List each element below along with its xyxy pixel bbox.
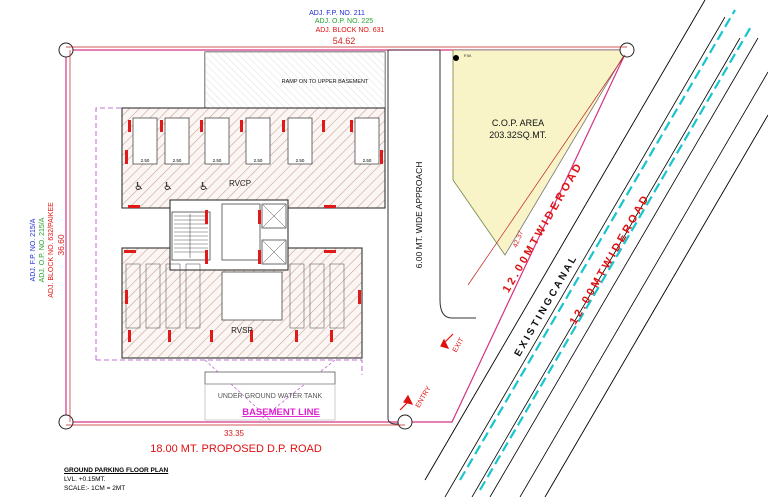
cop-area-value: 203.32SQ.MT. — [489, 130, 547, 140]
basement-outline — [96, 359, 363, 375]
adj-block-top: ADJ. BLOCK NO. 631 — [316, 27, 385, 34]
car-stalls-upper — [132, 117, 380, 165]
road-edge-line — [544, 114, 768, 497]
svg-text:♿: ♿ — [134, 181, 144, 193]
approach-label: 6.00 MT. WIDE APPROACH — [414, 162, 424, 269]
svg-text:2.50: 2.50 — [296, 158, 305, 163]
dimension-lines — [66, 46, 627, 426]
svg-text:2.50: 2.50 — [173, 158, 182, 163]
rvcp-label: RVCP — [229, 179, 251, 188]
accessible-parking-icon: ♿ ♿ ♿ — [134, 181, 209, 193]
entry-label: ENTRY — [415, 385, 433, 409]
basement-outline — [259, 359, 336, 421]
title-block: GROUND PARKING FLOOR PLAN LVL. +0.15MT. … — [64, 466, 168, 493]
water-tank-box — [204, 371, 336, 385]
adj-op-left: ADJ. O.P. NO. 215/A — [39, 217, 46, 282]
approach-road — [387, 49, 476, 425]
canal-bank-line — [471, 37, 741, 497]
rvsp-label: RVSP — [231, 326, 253, 335]
svg-text:2.50: 2.50 — [254, 158, 263, 163]
basement-line-label: BASEMENT LINE — [242, 407, 320, 418]
exit-arrow-icon — [440, 333, 454, 349]
building: 2.50 2.50 2.50 2.50 2.50 2.50 ♿ ♿ ♿ — [95, 51, 386, 421]
cop-title: C.O.P. AREA — [492, 118, 544, 128]
corner-markers — [58, 42, 635, 430]
dim-bottom: 33.35 — [224, 429, 245, 438]
drawing-title: GROUND PARKING FLOOR PLAN — [64, 467, 169, 474]
dim-top: 54.62 — [333, 36, 356, 46]
basement-outline — [95, 107, 122, 360]
adj-block-left: ADJ. BLOCK NO. 632/PAIKEE — [48, 202, 55, 298]
road-edge-line — [519, 71, 768, 497]
lobby-room — [221, 203, 261, 261]
road-edge-line — [424, 0, 706, 481]
svg-text:2.50: 2.50 — [363, 158, 372, 163]
svg-text:2.50: 2.50 — [141, 158, 150, 163]
exit-label: EXIT — [452, 336, 466, 354]
fw-label: F.W. — [464, 53, 472, 58]
entry-arrow-icon — [399, 394, 414, 411]
adj-fp-left: ADJ. F.P. NO. 215/A — [30, 218, 37, 281]
road-edge-line — [444, 16, 726, 497]
cop-dashed-edge — [452, 50, 506, 256]
svg-text:♿: ♿ — [163, 181, 173, 193]
svg-text:♿: ♿ — [199, 181, 209, 193]
canal-bank-line — [489, 37, 759, 497]
fw-marker — [453, 55, 459, 61]
scale-text: SCALE:- 1CM = 2MT — [64, 485, 126, 492]
ramp-label: RAMP ON TO UPPER BASEMENT — [282, 79, 369, 85]
dim-left: 36.60 — [56, 234, 66, 256]
adj-fp-top: ADJ. F.P. NO. 211 — [309, 10, 365, 17]
level-text: LVL. +0.15MT. — [64, 476, 106, 483]
central-room — [221, 271, 283, 321]
structural-columns — [124, 120, 383, 342]
water-tank-label: UNDER GROUND WATER TANK — [218, 393, 323, 400]
svg-text:2.50: 2.50 — [213, 158, 222, 163]
adj-op-top: ADJ. O.P. NO. 225 — [315, 18, 373, 25]
stall-size-labels: 2.50 2.50 2.50 2.50 2.50 2.50 — [141, 158, 372, 163]
proposed-road-label: 18.00 MT. PROPOSED D.P. ROAD — [150, 443, 322, 455]
road-and-canal-band — [424, 0, 768, 497]
water-tank-outline — [204, 383, 336, 421]
canal-water-line — [459, 9, 736, 481]
